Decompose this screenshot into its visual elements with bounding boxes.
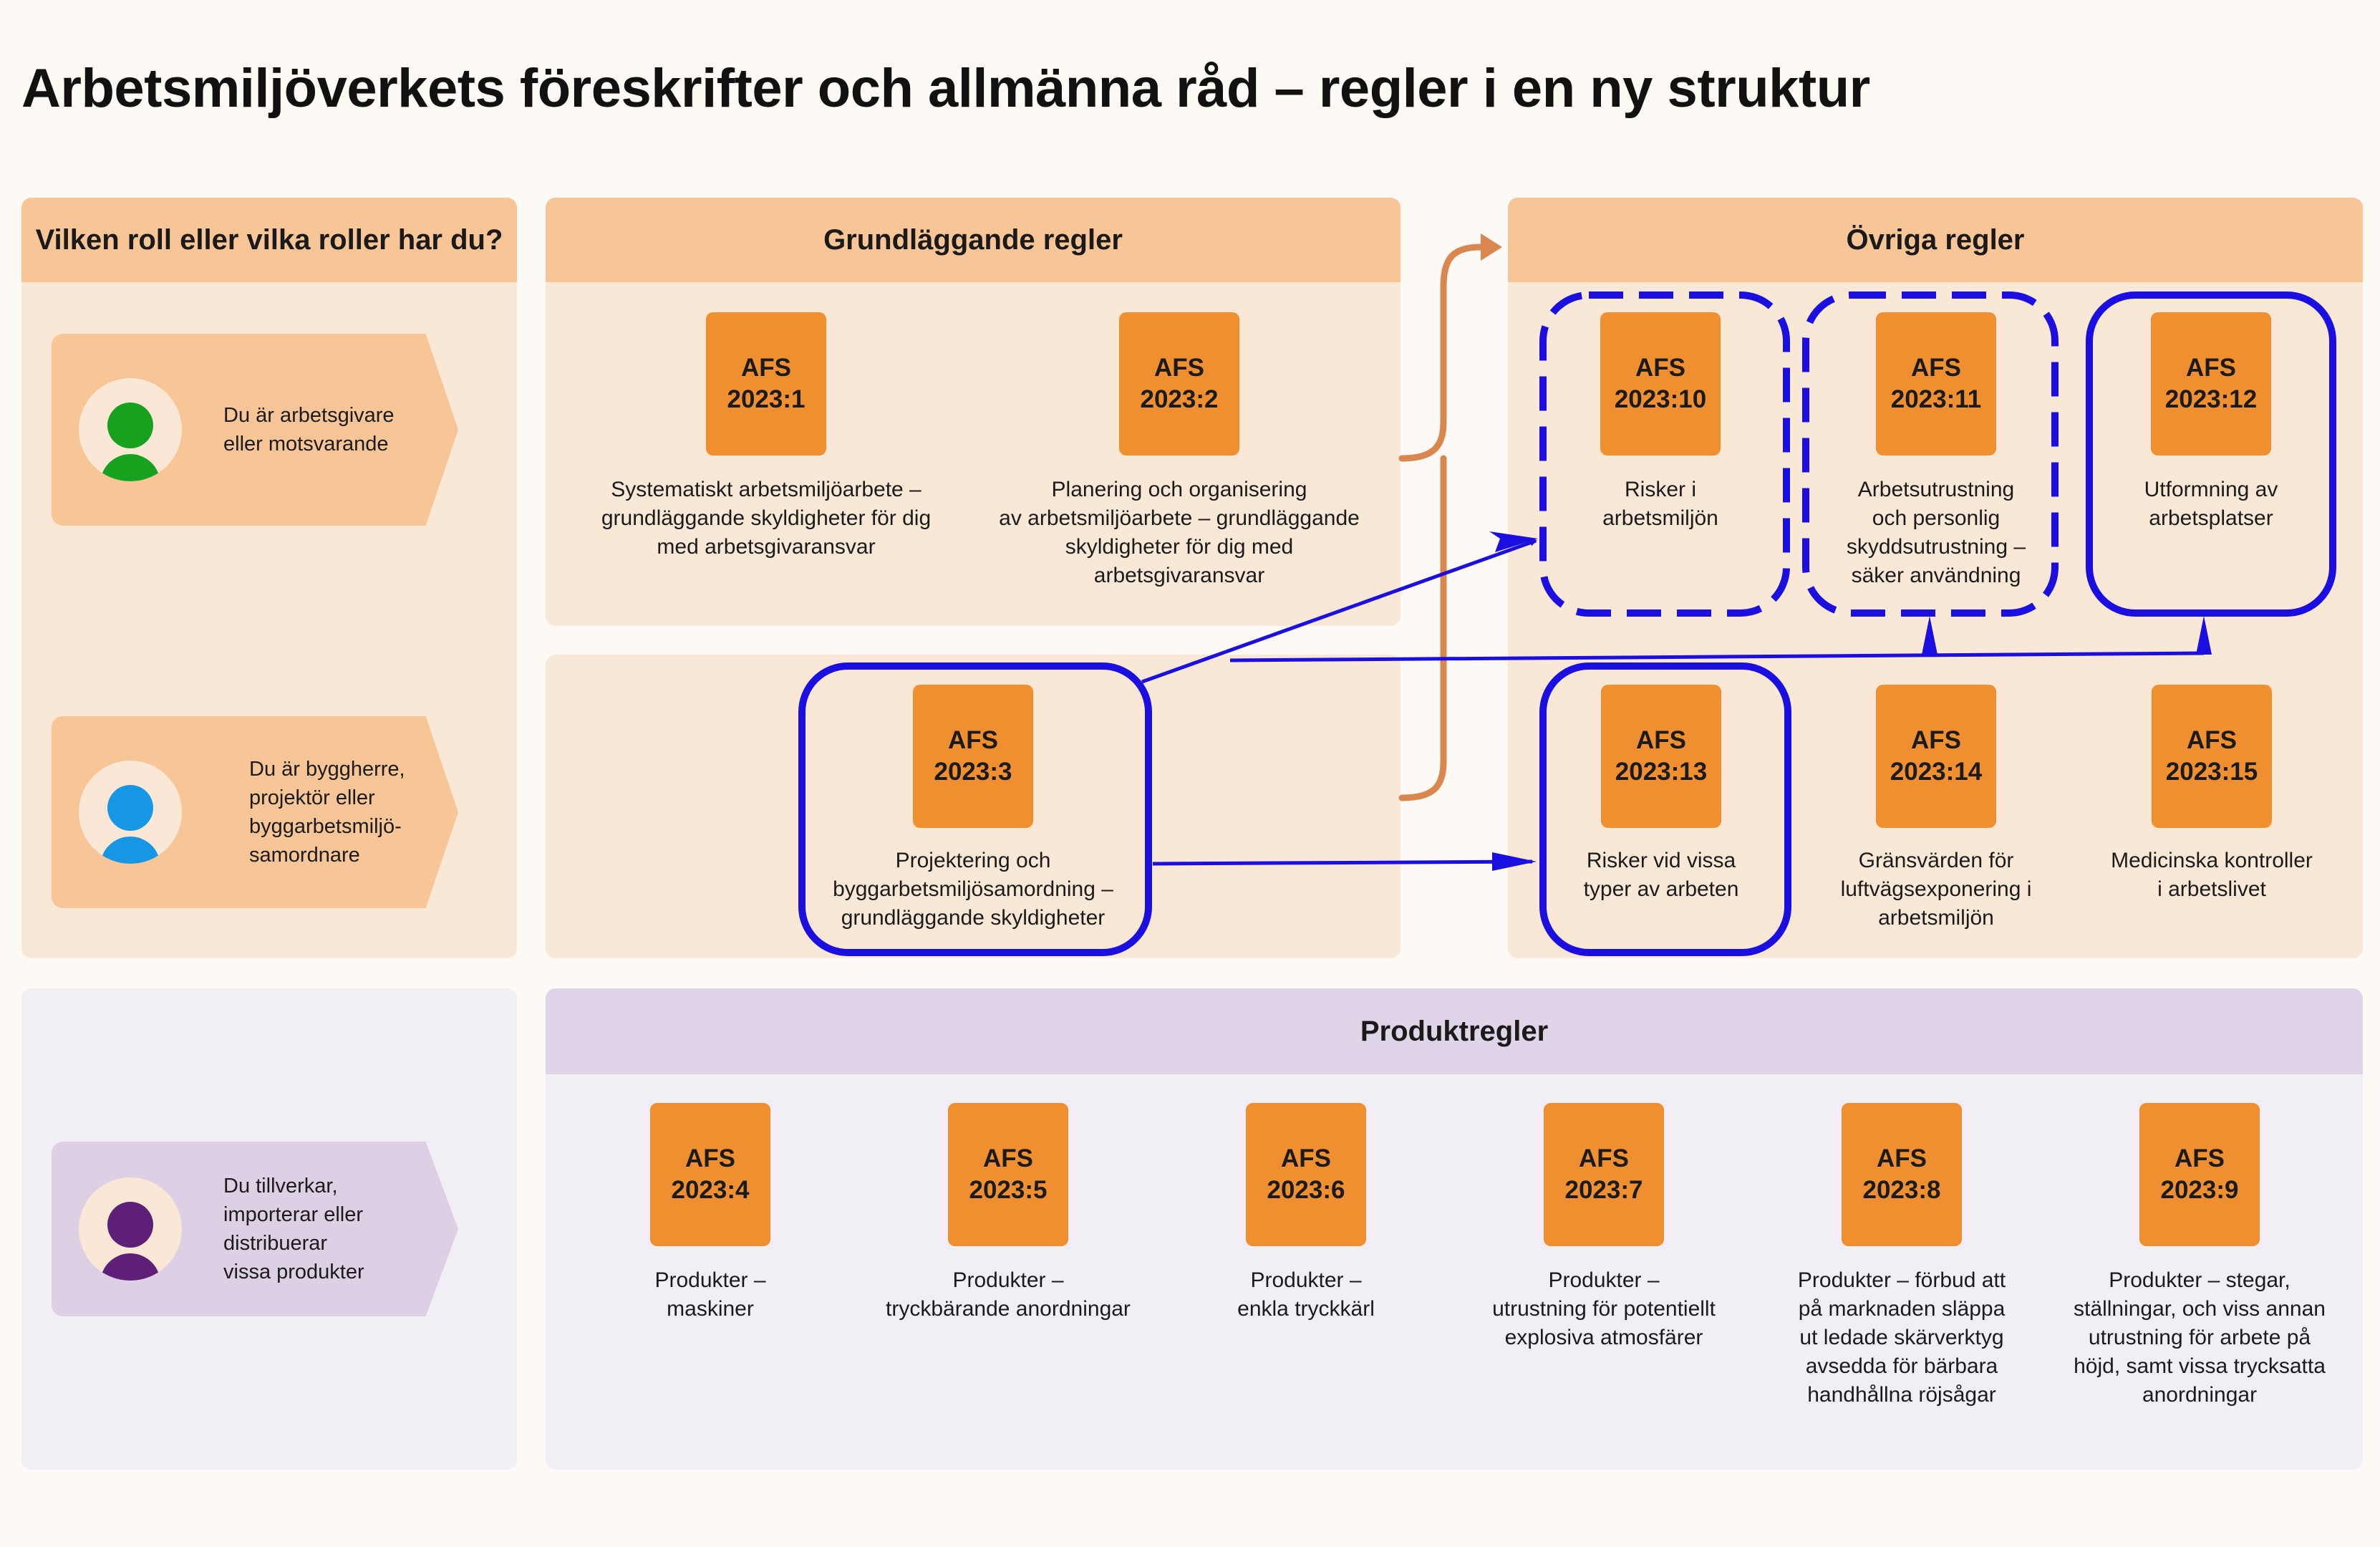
manufacturer-avatar-icon: [79, 1177, 182, 1281]
afs-2023-9-box[interactable]: AFS 2023:9: [2139, 1103, 2260, 1246]
afs-number: 2023:3: [934, 758, 1012, 786]
afs-number: 2023:7: [1564, 1176, 1643, 1204]
afs-number: 2023:5: [969, 1176, 1048, 1204]
afs-code: AFS: [2175, 1144, 2225, 1172]
afs-2023-5-box[interactable]: AFS 2023:5: [948, 1103, 1068, 1246]
avatar-head: [107, 403, 153, 448]
afs-2023-14-box[interactable]: AFS 2023:14: [1876, 685, 1996, 828]
role-text-builder: Du är byggherre, projektör eller byggarb…: [249, 758, 405, 867]
afs-code: AFS: [741, 354, 791, 382]
builder-avatar-icon: [79, 761, 182, 864]
afs-2023-3-box[interactable]: AFS 2023:3: [913, 685, 1033, 828]
afs-code: AFS: [2186, 354, 2236, 382]
afs-code: AFS: [2187, 726, 2237, 754]
afs-2023-8-description: Produkter – förbud att på marknaden släp…: [1797, 1268, 2006, 1407]
afs-number: 2023:13: [1615, 758, 1708, 786]
afs-code: AFS: [1877, 1144, 1927, 1172]
basic-rules-header: Grundläggande regler: [546, 198, 1401, 282]
afs-code: AFS: [1579, 1144, 1629, 1172]
afs-2023-11-box[interactable]: AFS 2023:11: [1876, 312, 1996, 456]
afs-2023-12-box[interactable]: AFS 2023:12: [2151, 312, 2271, 456]
afs-number: 2023:1: [727, 385, 806, 413]
orange-arrow-head: [1481, 233, 1502, 261]
afs-2023-10-box[interactable]: AFS 2023:10: [1600, 312, 1721, 456]
afs-number: 2023:11: [1890, 385, 1982, 413]
afs-2023-4-description: Produkter – maskiner: [654, 1268, 766, 1321]
afs-code: AFS: [1636, 726, 1686, 754]
afs-code: AFS: [1281, 1144, 1331, 1172]
avatar-torso: [100, 454, 160, 481]
afs-2023-3-description: Projektering och byggarbetsmiljösamordni…: [833, 849, 1113, 930]
role-card-manufacturer[interactable]: Du tillverkar, importerar eller distribu…: [52, 1142, 458, 1316]
afs-2023-2-box[interactable]: AFS 2023:2: [1119, 312, 1239, 456]
afs-2023-1-box[interactable]: AFS 2023:1: [706, 312, 826, 456]
avatar-head: [107, 785, 153, 831]
afs-2023-15-box[interactable]: AFS 2023:15: [2152, 685, 2272, 828]
afs-number: 2023:2: [1140, 385, 1219, 413]
afs-2023-5-description: Produkter – tryckbärande anordningar: [886, 1268, 1131, 1321]
other-rules-header: Övriga regler: [1508, 198, 2363, 282]
afs-2023-2-description: Planering och organisering av arbetsmilj…: [999, 478, 1360, 587]
afs-2023-1-description: Systematiskt arbetsmiljöarbete – grundlä…: [601, 478, 932, 559]
role-card-builder[interactable]: Du är byggherre, projektör eller byggarb…: [52, 716, 458, 908]
afs-number: 2023:10: [1614, 385, 1707, 413]
product-rules-panel: Produktregler: [546, 988, 2363, 1470]
afs-2023-12-description: Utformning av arbetsplatser: [2144, 478, 2278, 530]
afs-2023-8-box[interactable]: AFS 2023:8: [1842, 1103, 1962, 1246]
afs-code: AFS: [1154, 354, 1204, 382]
afs-2023-14-description: Gränsvärden för luftvägsexponering i arb…: [1840, 849, 2032, 930]
afs-number: 2023:12: [2164, 385, 2258, 413]
afs-number: 2023:6: [1267, 1176, 1345, 1204]
afs-number: 2023:15: [2165, 758, 2258, 786]
roles-header: Vilken roll eller vilka roller har du?: [21, 198, 517, 282]
afs-number: 2023:8: [1862, 1176, 1941, 1204]
role-text-manufacturer: Du tillverkar, importerar eller distribu…: [223, 1175, 364, 1283]
afs-2023-7-box[interactable]: AFS 2023:7: [1544, 1103, 1664, 1246]
role-text-employer: Du är arbetsgivare eller motsvarande: [223, 404, 395, 456]
afs-2023-7-description: Produkter – utrustning för potentiellt e…: [1492, 1268, 1716, 1349]
afs-code: AFS: [948, 726, 998, 754]
afs-number: 2023:14: [1890, 758, 1983, 786]
avatar-head: [107, 1202, 153, 1248]
avatar-torso: [100, 837, 160, 864]
afs-2023-15-description: Medicinska kontroller i arbetslivet: [2111, 849, 2313, 901]
role-card-employer[interactable]: Du är arbetsgivare eller motsvarande: [52, 334, 458, 526]
employer-avatar-icon: [79, 378, 182, 481]
afs-2023-9-description: Produkter – stegar, ställningar, och vis…: [2074, 1268, 2326, 1407]
afs-2023-6-description: Produkter – enkla tryckkärl: [1237, 1268, 1375, 1321]
avatar-torso: [100, 1253, 160, 1281]
afs-code: AFS: [685, 1144, 735, 1172]
page-title: Arbetsmiljöverkets föreskrifter och allm…: [21, 58, 1870, 119]
afs-code: AFS: [983, 1144, 1033, 1172]
afs-number: 2023:9: [2160, 1176, 2239, 1204]
product-rules-header: Produktregler: [546, 988, 2363, 1074]
afs-code: AFS: [1911, 354, 1961, 382]
afs-2023-4-box[interactable]: AFS 2023:4: [650, 1103, 770, 1246]
afs-number: 2023:4: [671, 1176, 750, 1204]
afs-code: AFS: [1635, 354, 1685, 382]
afs-code: AFS: [1911, 726, 1961, 754]
afs-2023-13-box[interactable]: AFS 2023:13: [1601, 685, 1721, 828]
afs-2023-6-box[interactable]: AFS 2023:6: [1246, 1103, 1366, 1246]
